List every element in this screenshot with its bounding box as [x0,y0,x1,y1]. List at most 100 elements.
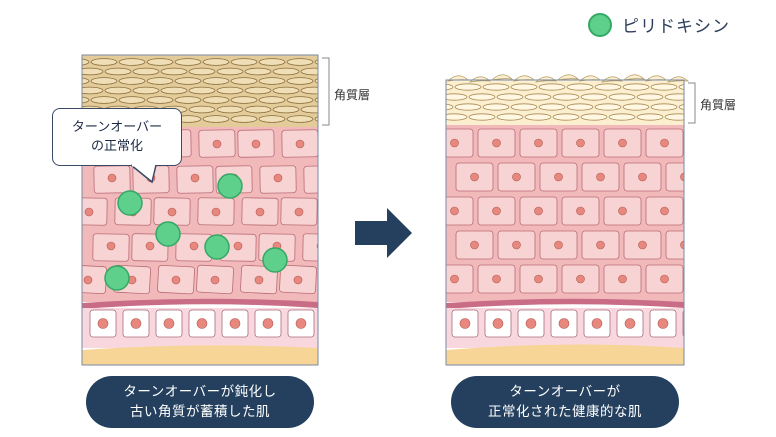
stratum-flake [104,67,132,76]
cell-nucleus [492,206,501,216]
stratum-flake [230,77,258,85]
left-panel-border [81,54,319,366]
basal-nucleus [657,318,669,329]
stratum-flake [286,77,314,85]
basal-nucleus [691,319,701,329]
pyridoxine-dot [117,190,143,216]
left-basal-cells [89,309,315,338]
stratum-flake [90,58,118,66]
cell-nucleus [294,207,304,217]
pyridoxine-dot [217,173,243,199]
cell-nucleus [171,275,181,285]
left-stratum-label: 角質層 [334,88,371,102]
cell-nucleus [576,138,585,148]
cell-nucleus [703,207,711,215]
cell-nucleus [512,172,521,182]
stratum-flake [118,58,146,66]
stratum-flake [538,103,566,111]
callout-line-2: の正常化 [90,139,143,154]
stratum-flake [174,96,202,104]
cell-nucleus [83,275,93,285]
cell-nucleus [190,173,200,183]
stratum-flake [202,96,230,104]
stratum-flake [650,103,678,111]
cell-nucleus [576,206,585,216]
stratum-flake [118,77,146,85]
stratum-flake [468,113,496,121]
cell-nucleus [576,274,585,284]
right-caption-line-2: 正常化された健康的な肌 [488,404,642,420]
stratum-flake [160,86,188,95]
basal-nucleus [459,318,471,329]
right-dermis [446,344,684,365]
stratum-flake [314,59,318,65]
callout-line-1: ターンオーバー [71,120,163,135]
pyridoxine-dot [204,234,230,260]
cell-nucleus [554,240,563,250]
stratum-flake [446,83,454,91]
callout-tail [130,164,157,184]
stratum-flake [258,58,286,66]
right-panel-border [445,79,685,366]
cell-nucleus [618,138,627,148]
cell-nucleus [492,274,501,284]
cell-nucleus [618,206,627,216]
stratum-flake [244,67,272,76]
stratum-flake [594,83,622,91]
stratum-flake [82,96,90,104]
stratum-flake [524,93,552,101]
stratum-flake [132,67,160,76]
stratum-flake [286,115,314,123]
stratum-flake [216,105,244,114]
cell-nucleus [596,240,605,250]
cell-nucleus [254,275,264,285]
left-dermis [82,345,318,365]
stratum-flake [104,86,132,95]
stratum-flake [174,58,202,66]
cell-nucleus [703,275,711,283]
stratum-flake [446,113,468,121]
stratum-flake [496,93,524,101]
cell-nucleus [339,208,347,216]
stratum-flake [216,86,244,95]
stratum-flake [622,103,650,111]
stratum-flake [146,77,174,85]
left-skin-panel [82,55,347,365]
stratum-flake [580,93,608,101]
cell-nucleus [84,207,94,217]
cell-nucleus [255,207,265,217]
left-caption-line-1: ターンオーバーが鈍化し [123,384,277,400]
stratum-flake [300,67,318,76]
epidermis-cell [446,128,474,158]
right-stratum-bracket [688,82,696,124]
stratum-flake [90,77,118,85]
cell-nucleus [660,206,669,216]
epidermis-cell [302,233,318,262]
stratum-flake [552,113,580,121]
stratum-flake [454,103,482,111]
stratum-flake [286,58,314,66]
stratum-flake [622,83,650,91]
stratum-flake [608,113,636,121]
stratum-flake [272,86,300,95]
cell-nucleus [512,240,521,250]
cell-nucleus [107,173,117,183]
transition-arrow [355,208,412,258]
right-stratum-flakes [446,83,684,121]
stratum-flake [146,96,174,104]
cell-nucleus [703,139,711,147]
stratum-flake [244,86,272,95]
stratum-flake [524,113,552,121]
stratum-flake [482,83,510,91]
stratum-flake [188,86,216,95]
stratum-flake [678,84,684,90]
stratum-flake [230,58,258,66]
epidermis-cell [688,265,725,293]
stratum-flake [636,113,664,121]
cell-nucleus [189,241,199,251]
stratum-flake [258,115,286,123]
cell-nucleus [338,276,346,284]
epidermis-cell [303,165,318,194]
pyridoxine-dot [104,265,130,291]
stratum-flake [664,93,684,101]
